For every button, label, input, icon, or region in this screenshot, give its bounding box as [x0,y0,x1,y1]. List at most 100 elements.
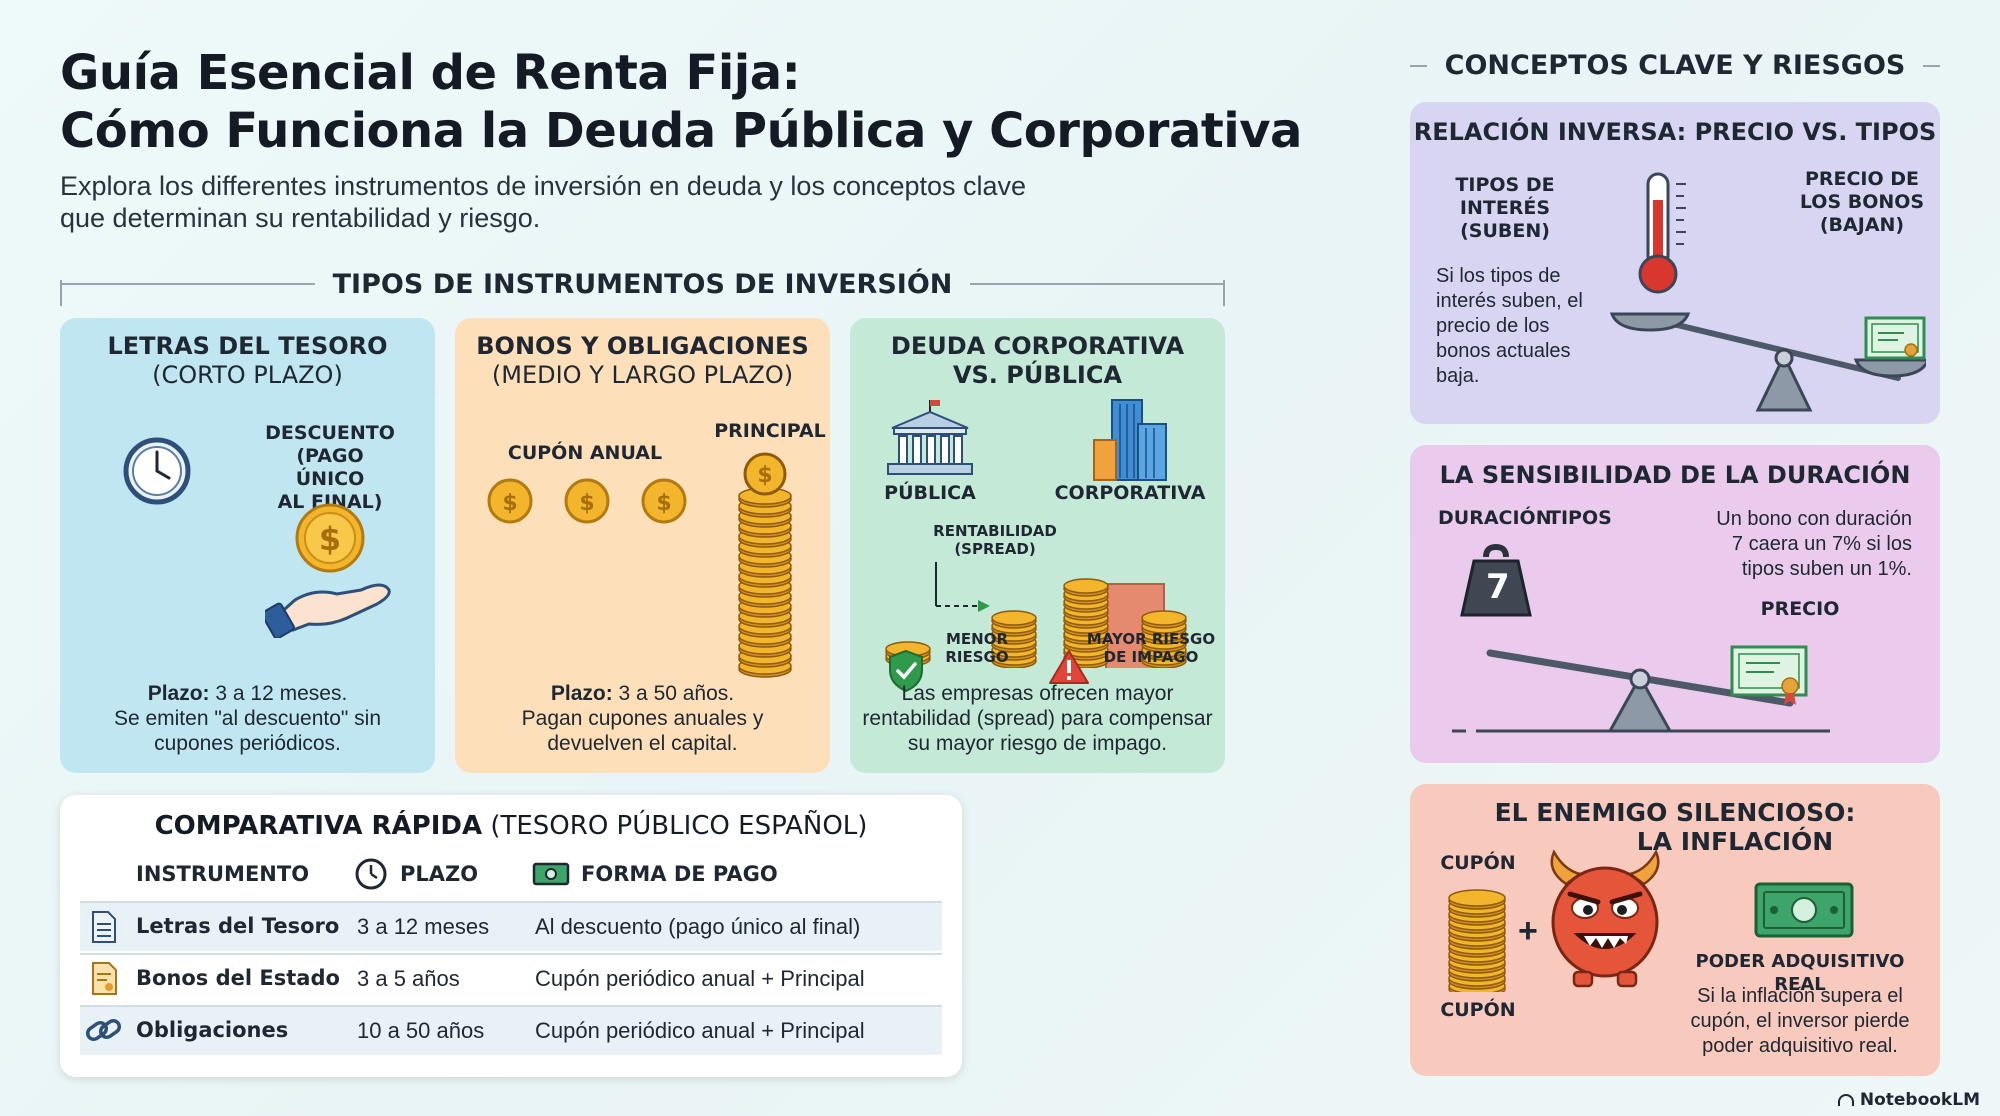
precio-label-line: LOS BONOS [1799,191,1925,213]
title-line-2: Cómo Funciona la Deuda Pública y Corpora… [60,103,1302,159]
cell-forma: Cupón periódico anual + Principal [535,1018,865,1043]
subtitle-line-2: que determinan su rentabilidad y riesgo. [60,203,541,233]
letras-description: Plazo: 3 a 12 meses. Se emiten "al descu… [70,681,425,756]
corporate-building-icon [1093,399,1167,481]
table-row: Letras del Tesoro 3 a 12 meses Al descue… [80,901,942,951]
cell-instrumento: Obligaciones [136,1018,289,1042]
notebooklm-brand: NotebookLM [1837,1090,1980,1110]
duration-text: Un bono con duración 7 caera un 7% si lo… [1682,507,1912,582]
hand-coin-icon: $ [265,503,391,638]
coin-stack-icon [1063,578,1109,668]
cash-icon [1754,882,1854,938]
table-row: Obligaciones 10 a 50 años Cupón periódic… [80,1005,942,1055]
coin-icon: $ [564,478,610,524]
precio-label-line: PRECIO DE [1804,168,1920,190]
inflation-text-line: cupón, el inversor pierde [1690,1010,1910,1032]
cell-plazo: 10 a 50 años [357,1018,485,1043]
bond-certificate-icon [92,962,117,995]
spread-label-line: (SPREAD) [954,540,1036,558]
svg-text:$: $ [579,491,594,516]
inverse-relation-text: Si los tipos de interés suben, el precio… [1436,264,1606,389]
cupon-top-label: CUPÓN [1440,852,1516,874]
header-forma-pago: FORMA DE PAGO [581,862,778,886]
menor-riesgo-line: MENOR [945,630,1009,648]
duration-title: LA SENSIBILIDAD DE LA DURACIÓN [1439,461,1911,489]
warning-icon [1049,650,1089,684]
bonos-description: Plazo: 3 a 50 años. Pagan cupones anuale… [465,681,820,756]
inverse-relation-card: RELACIÓN INVERSA: PRECIO VS. TIPOS TIPOS… [1410,102,1940,424]
bonos-text-line: devuelven el capital. [547,732,738,755]
header-plazo: PLAZO [400,862,479,886]
letras-text-line: cupones periódicos. [154,732,341,755]
spread-diagram [885,562,1187,668]
header-instrumento: INSTRUMENTO [136,862,310,886]
comparison-title-bold: COMPARATIVA RÁPIDA [154,811,483,841]
table-row: Bonos del Estado 3 a 5 años Cupón periód… [80,953,942,1003]
poder-adquisitivo-label: PODER ADQUISITIVO REAL [1695,951,1905,995]
letras-subtitle: (CORTO PLAZO) [152,361,343,389]
svg-text:$: $ [757,463,772,488]
precio-label-line: (BAJAN) [1819,214,1905,236]
inflation-title: EL ENEMIGO SILENCIOSO: LA INFLACIÓN [1410,798,1940,856]
tipos-label-line: INTERÉS [1459,197,1551,219]
inflation-text-line: poder adquisitivo real. [1702,1035,1898,1057]
page-subtitle: Explora los differentes instrumentos de … [60,170,1060,234]
coin-stack-icon [1141,610,1187,668]
balance-scale-icon [1609,312,1926,412]
concepts-section-title: CONCEPTOS CLAVE Y RIESGOS [1444,50,1906,81]
precio-bonos-label: PRECIO DE LOS BONOS (BAJAN) [1792,168,1932,237]
mayor-riesgo-line: MAYOR RIESGO [1086,630,1216,648]
coin-icon: $ [641,478,687,524]
concepts-section-header: CONCEPTOS CLAVE Y RIESGOS [1410,50,1940,81]
bonos-text-line: Pagan cupones anuales y [521,707,764,730]
bonos-card-title: BONOS Y OBLIGACIONES (MEDIO Y LARGO PLAZ… [455,332,830,390]
government-building-icon [887,400,973,475]
notebooklm-logo-icon [1837,1094,1854,1106]
bonos-subtitle: (MEDIO Y LARGO PLAZO) [491,361,794,389]
duration-card: LA SENSIBILIDAD DE LA DURACIÓN DURACIÓN … [1410,445,1940,763]
comparison-title: COMPARATIVA RÁPIDA (TESORO PÚBLICO ESPAÑ… [60,811,962,841]
letras-label-line: DESCUENTO [265,422,395,444]
inversa-text-line: baja. [1436,365,1480,387]
corporativa-text-line: rentabilidad (spread) para compensar [862,707,1213,730]
inflation-text: Si la inflación supera el cupón, el inve… [1672,984,1928,1059]
duration-text-line: Un bono con duración [1716,508,1912,530]
inflation-card: EL ENEMIGO SILENCIOSO: LA INFLACIÓN CUPÓ… [1410,784,1940,1076]
duration-text-line: tipos suben un 1%. [1741,558,1912,580]
clock-icon [355,858,387,890]
inversa-text-line: interés suben, el [1436,290,1583,312]
corporativa-title-line: DEUDA CORPORATIVA [890,332,1185,360]
inversa-text-line: precio de los [1436,315,1550,337]
spread-label-line: RENTABILIDAD [933,522,1057,540]
publica-label: PÚBLICA [884,482,976,504]
bond-certificate-icon [1864,316,1926,360]
page-title: Guía Esencial de Renta Fija: Cómo Funcio… [60,44,1340,160]
bonos-plazo-value: 3 a 50 años. [612,682,735,705]
corporativa-label: CORPORATIVA [1054,482,1206,504]
inversa-text-line: Si los tipos de [1436,265,1561,287]
corporativa-text-line: su mayor riesgo de impago. [907,732,1168,755]
cell-plazo: 3 a 5 años [357,966,460,991]
coin-stack-icon [991,610,1037,668]
weight-icon [1460,543,1532,617]
bonos-plazo-label: Plazo: [550,682,613,705]
coin-stack-icon [1448,889,1506,992]
svg-text:$: $ [502,491,517,516]
bond-certificate-icon [1730,645,1808,705]
link-icon [85,1018,122,1042]
seesaw-icon [1452,645,1830,733]
corporativa-card: DEUDA CORPORATIVA VS. PÚBLICA PÚBLICA CO… [850,318,1225,773]
corporativa-text-line: Las empresas ofrecen mayor [901,682,1174,705]
letras-plazo-value: 3 a 12 meses. [209,682,348,705]
spread-label: RENTABILIDAD (SPREAD) [930,522,1060,558]
cell-instrumento: Letras del Tesoro [136,914,340,938]
instruments-section-header: TIPOS DE INSTRUMENTOS DE INVERSIÓN [60,262,1226,306]
cash-icon [532,862,570,886]
letras-card-title: LETRAS DEL TESORO (CORTO PLAZO) [60,332,435,390]
duration-text-line: 7 caera un 7% si los [1731,533,1912,555]
svg-text:$: $ [319,520,341,558]
precio-label: PRECIO [1760,598,1840,620]
bonos-principal-label: PRINCIPAL [714,420,826,442]
menor-riesgo-line: RIESGO [945,648,1009,666]
letras-discount-label: DESCUENTO (PAGO ÚNICO AL FINAL) [260,422,400,514]
